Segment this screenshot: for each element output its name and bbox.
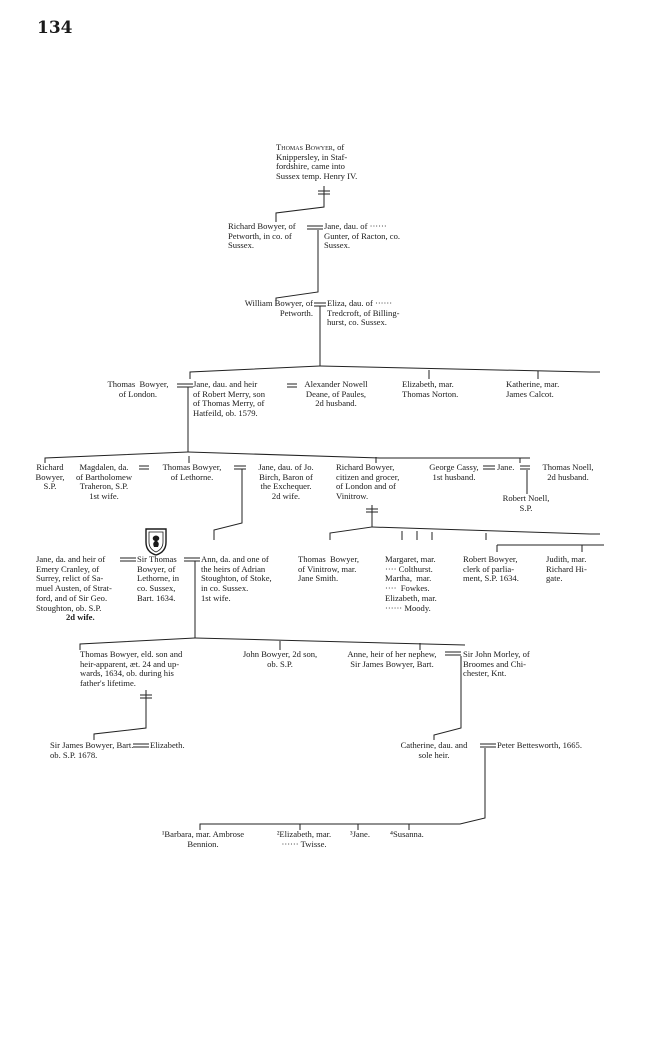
person-thomas-bowyer-heir: Thomas Bowyer, eld. son and heir-apparen… bbox=[80, 649, 183, 689]
person-susanna: ⁴Susanna. bbox=[390, 829, 424, 839]
person-sir-james-bowyer: Sir James Bowyer, Bart. ob. S.P. 1678. bbox=[50, 740, 134, 760]
person-catherine: Catherine, dau. and sole heir. bbox=[400, 740, 468, 760]
person-judith-higate: Judith, mar. Richard Hi- gate. bbox=[546, 554, 587, 584]
person-thomas-noell: Thomas Noell, 2d husband. bbox=[542, 462, 594, 482]
person-robert-bowyer-clerk: Robert Bowyer, clerk of parlia- ment, S.… bbox=[463, 554, 519, 584]
person-sir-john-morley: Sir John Morley, of Broomes and Chi- che… bbox=[463, 649, 530, 679]
person-robert-noell: Robert Noell, S.P. bbox=[502, 493, 550, 513]
person-jane-merry: Jane, dau. and heir of Robert Merry, son… bbox=[193, 379, 265, 419]
person-thomas-bowyer-vinitrow: Thomas Bowyer, of Vinitrow, mar. Jane Sm… bbox=[298, 554, 359, 584]
person-magdalen: Magdalen, da. of Bartholomew Traheron, S… bbox=[75, 462, 133, 502]
page-number: 134 bbox=[37, 18, 73, 38]
person-eliza-tredcroft: Eliza, dau. of ······ Tredcroft, of Bill… bbox=[327, 298, 400, 328]
founder-name-smallcaps: Thomas Bowyer bbox=[276, 142, 333, 152]
person-richard-bowyer-petworth: Richard Bowyer, of Petworth, in co. of S… bbox=[228, 221, 296, 251]
person-peter-bettesworth: Peter Bettesworth, 1665. bbox=[497, 740, 582, 750]
person-john-bowyer: John Bowyer, 2d son, ob. S.P. bbox=[242, 649, 318, 669]
person-alexander-nowell: Alexander Nowell Deane, of Paules, 2d hu… bbox=[304, 379, 368, 409]
person-elizabeth-twisse: ²Elizabeth, mar. ······ Twisse. bbox=[276, 829, 332, 849]
person-richard-bowyer-grocer: Richard Bowyer, citizen and grocer, of L… bbox=[336, 462, 400, 502]
person-jane-cranley: Jane, da. and heir of Emery Cranley, of … bbox=[36, 554, 112, 613]
person-jane-cassy-noell: Jane. bbox=[497, 462, 515, 472]
person-richard-bowyer-sp: Richard Bowyer, S.P. bbox=[35, 462, 65, 492]
person-jane-gunter: Jane, dau. of ······ Gunter, of Racton, … bbox=[324, 221, 401, 251]
person-thomas-bowyer-lethorne: Thomas Bowyer, of Lethorne. bbox=[162, 462, 222, 482]
person-jane-cranley-wife-label: 2d wife. bbox=[66, 612, 95, 622]
person-william-bowyer: William Bowyer, of Petworth. bbox=[244, 298, 313, 318]
person-anne-heir: Anne, heir of her nephew, Sir James Bowy… bbox=[347, 649, 437, 669]
person-barbara: ¹Barbara, mar. Ambrose Bennion. bbox=[161, 829, 245, 849]
person-ann-stoughton: Ann, da. and one of the heirs of Adrian … bbox=[201, 554, 272, 603]
person-sir-thomas-bowyer: Sir Thomas Bowyer, of Lethorne, in co. S… bbox=[137, 554, 179, 603]
person-jane-birch: Jane, dau. of Jo. Birch, Baron of the Ex… bbox=[258, 462, 314, 502]
person-jane-daughter: ³Jane. bbox=[350, 829, 370, 839]
person-katherine-calcot: Katherine, mar. James Calcot. bbox=[506, 379, 560, 399]
person-thomas-bowyer-founder: Thomas Bowyer, of Knippersley, in Staf- … bbox=[276, 142, 358, 182]
heraldic-shield-icon bbox=[145, 528, 167, 556]
person-elizabeth-wife: Elizabeth. bbox=[150, 740, 185, 750]
person-margaret-sisters: Margaret, mar. ···· Colthurst. Martha, m… bbox=[385, 554, 437, 613]
person-george-cassy: George Cassy, 1st husband. bbox=[429, 462, 479, 482]
person-elizabeth-norton: Elizabeth, mar. Thomas Norton. bbox=[402, 379, 459, 399]
person-thomas-bowyer-london: Thomas Bowyer, of London. bbox=[107, 379, 169, 399]
